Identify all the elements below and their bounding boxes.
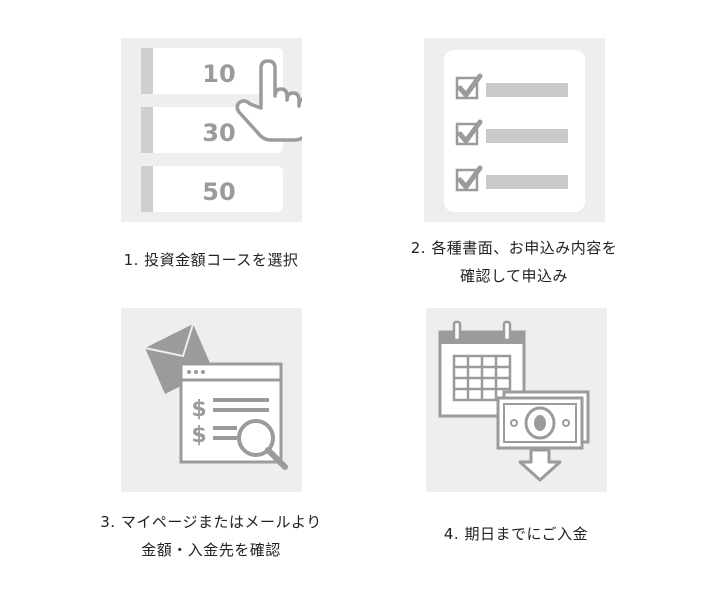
caption-line: 3. マイページまたはメールより [100, 513, 322, 531]
caption-line: 4. 期日までにご入金 [443, 525, 589, 543]
arrow-down-icon [518, 448, 562, 482]
banknote-icon [496, 390, 590, 450]
caption-line: 金額・入金先を確認 [141, 541, 281, 559]
step2-panel [424, 38, 605, 222]
course-option-50[interactable]: 50 [141, 166, 283, 212]
course-option-10[interactable]: 10 [141, 48, 283, 94]
option-label: 50 [202, 178, 235, 206]
caption-line: 確認して申込み [459, 267, 569, 285]
checkmark-icon [457, 73, 483, 98]
option-label: 30 [202, 119, 235, 147]
mail-and-page-illustration: $ $ [144, 323, 288, 470]
calendar-and-money-illustration [438, 320, 590, 482]
step3-panel: $ $ [121, 308, 302, 492]
step3-caption: 3. マイページまたはメールより 金額・入金先を確認 [61, 508, 361, 564]
checklist-row [455, 165, 568, 192]
caption-line: 1. 投資金額コースを選択 [123, 251, 299, 269]
step2-caption: 2. 各種書面、お申込み内容を 確認して申込み [364, 234, 664, 290]
pointing-hand-icon [235, 59, 302, 142]
option-label: 10 [202, 60, 235, 88]
browser-window-icon: $ $ [179, 362, 283, 464]
checklist-row [455, 73, 568, 100]
dollar-icon: $ [191, 397, 206, 422]
caption-line: 2. 各種書面、お申込み内容を [410, 239, 618, 257]
step4-caption: 4. 期日までにご入金 [366, 520, 666, 548]
course-select-illustration: 10 30 50 [141, 48, 302, 212]
checkmark-icon [457, 165, 483, 190]
checklist-row [455, 119, 568, 146]
step1-panel: 10 30 50 [121, 38, 302, 222]
magnifier-icon [237, 419, 288, 470]
dollar-icon: $ [191, 423, 206, 448]
step1-caption: 1. 投資金額コースを選択 [61, 246, 361, 274]
checkmark-icon [457, 119, 483, 144]
step4-panel [426, 308, 607, 492]
checklist-illustration [444, 50, 585, 212]
